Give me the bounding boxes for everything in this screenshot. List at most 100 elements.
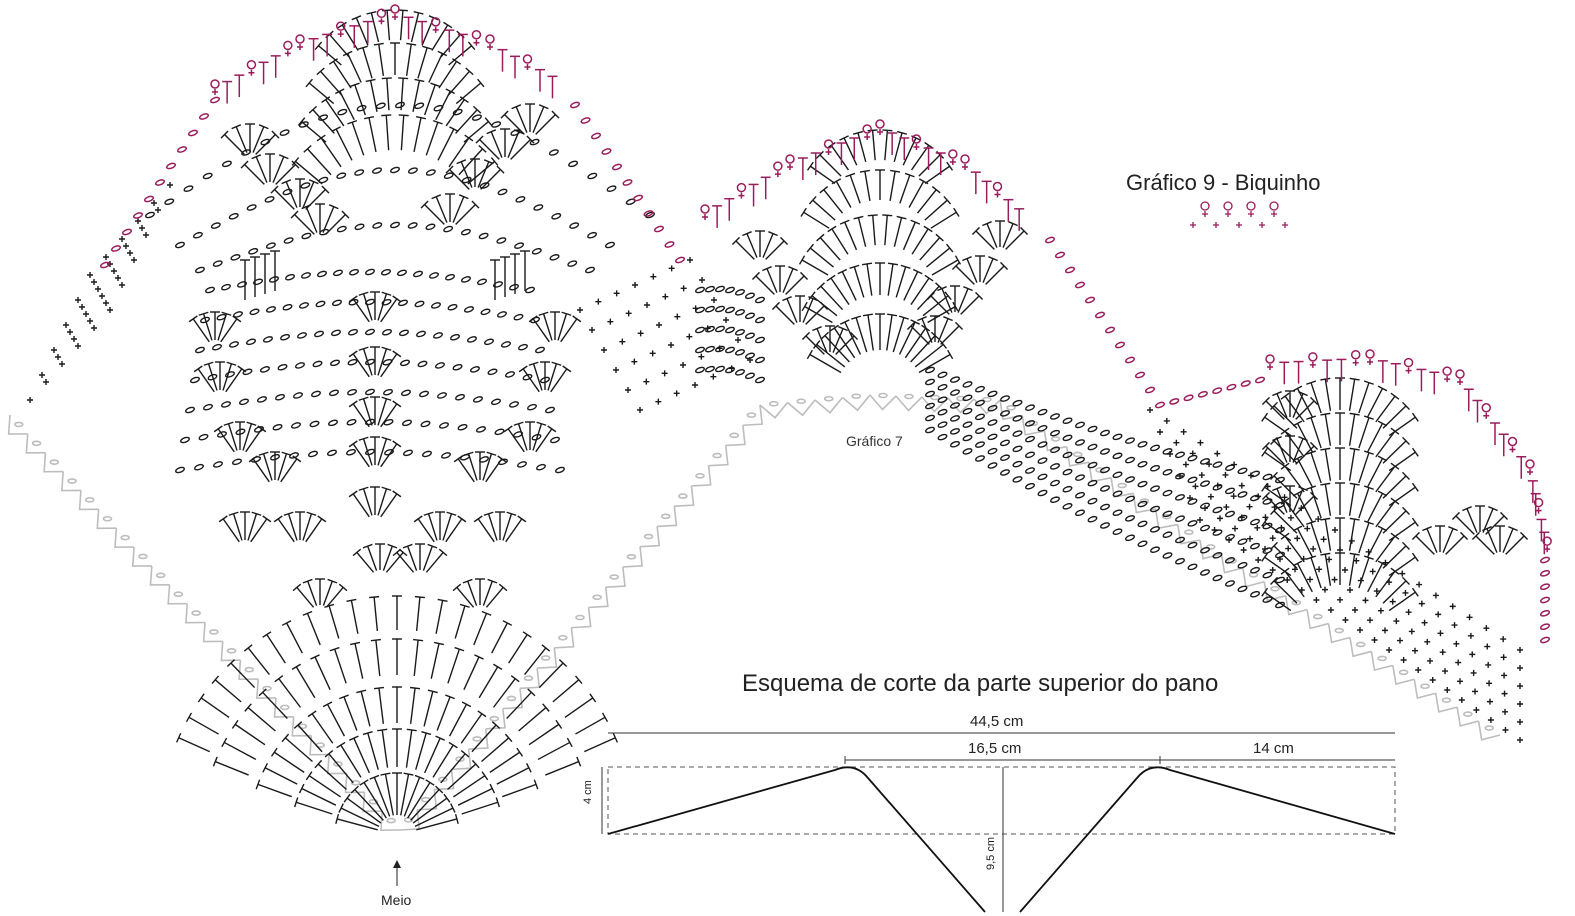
chain-stitch xyxy=(678,493,688,499)
stitch-top xyxy=(461,701,472,708)
treble-stitch xyxy=(775,305,795,325)
single-crochet xyxy=(103,300,109,306)
treble-stitch xyxy=(436,696,451,731)
stitch-top xyxy=(392,440,402,448)
chain-stitch xyxy=(318,114,329,121)
stitch-top xyxy=(213,425,223,433)
chain-stitch xyxy=(626,553,637,560)
chain-stitch xyxy=(745,372,755,380)
single-crochet xyxy=(1470,669,1477,676)
chain-stitch xyxy=(209,629,219,635)
stitch-top xyxy=(251,154,262,160)
stitch-top xyxy=(349,641,361,646)
chain-stitch xyxy=(1225,557,1235,564)
single-crochet xyxy=(1517,665,1523,671)
stitch-top xyxy=(806,349,813,360)
stitch-top xyxy=(1261,396,1270,405)
single-crochet xyxy=(1192,483,1199,490)
treble-stitch xyxy=(864,171,871,201)
stitch-top xyxy=(1363,520,1374,525)
stitch-top xyxy=(321,96,331,104)
chain-stitch xyxy=(611,163,623,171)
chain-stitch xyxy=(930,394,940,401)
chain-stitch xyxy=(1250,566,1260,574)
treble-stitch xyxy=(232,513,243,541)
treble-stitch xyxy=(1375,570,1396,598)
treble-stitch xyxy=(904,327,927,359)
stitch-top xyxy=(226,659,236,668)
chain-stitch xyxy=(695,326,705,334)
stitch-top xyxy=(898,315,909,320)
chain-stitch xyxy=(715,305,725,313)
chain-triangle xyxy=(60,471,81,492)
stitch-top xyxy=(352,548,362,557)
single-crochet xyxy=(27,397,33,403)
single-crochet xyxy=(139,225,145,231)
single-crochet xyxy=(1472,688,1478,695)
single-crochet xyxy=(119,236,125,242)
cut-bounding-dashed xyxy=(607,766,1396,835)
chain-stitch xyxy=(1237,538,1248,545)
single-crochet xyxy=(1484,643,1491,650)
stitch-top xyxy=(1508,526,1518,532)
stitch-top xyxy=(1411,552,1419,562)
single-crochet xyxy=(1424,638,1431,645)
stitch-top xyxy=(943,316,953,322)
single-crochet xyxy=(1282,222,1288,228)
chain-stitch xyxy=(725,286,735,294)
stitch-top xyxy=(448,741,458,749)
chain-stitch xyxy=(1100,485,1110,492)
stitch-top xyxy=(373,686,385,690)
treble-stitch xyxy=(278,678,302,708)
chain-triangle xyxy=(814,396,844,414)
single-crochet xyxy=(1352,359,1359,366)
stitch-top xyxy=(297,117,306,126)
single-crochet xyxy=(378,18,385,25)
chain-stitch xyxy=(755,296,765,304)
chain-stitch xyxy=(1150,505,1160,513)
stitch-top xyxy=(212,756,218,767)
chain-triangle xyxy=(1176,524,1201,545)
treble-stitch xyxy=(506,691,532,719)
single-crochet xyxy=(1365,548,1372,555)
stitch-top xyxy=(1520,531,1529,540)
stitch-top xyxy=(1320,412,1331,416)
stitch-top xyxy=(962,256,972,262)
chain-stitch xyxy=(1087,425,1098,433)
stitch-top xyxy=(931,186,941,194)
chain-stitch xyxy=(527,403,537,411)
chain-stitch xyxy=(975,385,985,393)
stitch-top xyxy=(1280,427,1290,435)
single-crochet xyxy=(613,367,619,373)
single-crochet xyxy=(71,336,77,342)
treble-stitch xyxy=(301,787,337,806)
single-crochet xyxy=(735,337,741,343)
single-crochet xyxy=(738,192,745,199)
treble-stitch xyxy=(242,423,253,451)
single-crochet xyxy=(723,317,729,323)
chain-stitch xyxy=(1112,433,1123,441)
stitch-top xyxy=(185,712,193,723)
chain-stitch xyxy=(209,96,221,104)
chain-stitch xyxy=(221,160,232,168)
dim-center-height-label: 9,5 cm xyxy=(985,836,997,870)
chain-stitch xyxy=(745,312,755,320)
treble-stitch xyxy=(478,666,499,699)
treble-stitch xyxy=(332,61,352,89)
stitch-top xyxy=(910,319,920,325)
chain-stitch xyxy=(311,390,321,398)
chain-stitch xyxy=(67,478,77,484)
stitch-top xyxy=(551,361,562,366)
treble-stitch xyxy=(405,729,413,768)
single-crochet xyxy=(1473,707,1480,713)
treble-stitch xyxy=(1486,528,1498,553)
stitch-top xyxy=(305,78,313,88)
chain-stitch xyxy=(987,419,998,426)
stitch-top xyxy=(1363,415,1374,420)
treble-stitch xyxy=(305,518,323,543)
single-crochet xyxy=(1469,651,1476,658)
single-crochet xyxy=(595,298,602,305)
single-crochet xyxy=(1284,577,1291,583)
stitch-top xyxy=(377,728,388,732)
chain-stitch xyxy=(987,404,998,412)
